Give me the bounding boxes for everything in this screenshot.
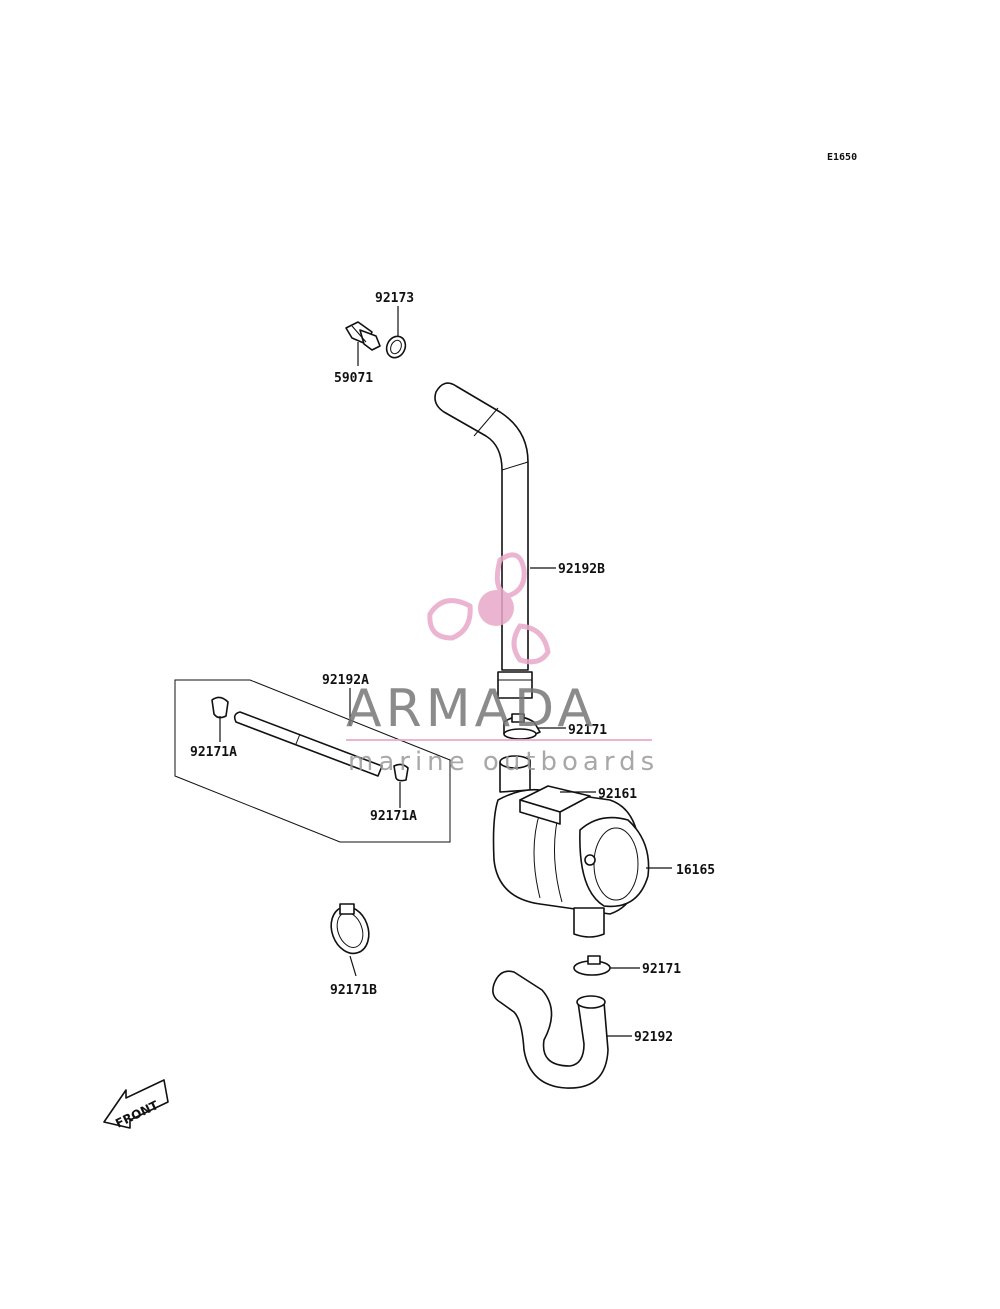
- hose-92192[interactable]: [492, 970, 609, 1089]
- clamp-92173[interactable]: [383, 333, 409, 361]
- label-92171A-bottom[interactable]: 92171A: [370, 809, 417, 824]
- label-92171B[interactable]: 92171B: [330, 983, 377, 998]
- watermark-logo: ARMADA marine outboards: [346, 552, 659, 777]
- label-16165[interactable]: 16165: [676, 863, 715, 878]
- label-92192[interactable]: 92192: [634, 1030, 673, 1045]
- separator-16165[interactable]: [492, 755, 650, 938]
- clamp-92171A-right[interactable]: [393, 763, 409, 782]
- label-59071[interactable]: 59071: [334, 371, 373, 386]
- diagram-code: E1650: [827, 152, 857, 163]
- label-92192B[interactable]: 92192B: [558, 562, 605, 577]
- label-92173[interactable]: 92173: [375, 291, 414, 306]
- fitting-59071[interactable]: [345, 321, 381, 351]
- label-92171A-left[interactable]: 92171A: [190, 745, 237, 760]
- label-92192A[interactable]: 92192A: [322, 673, 369, 688]
- label-92161[interactable]: 92161: [598, 787, 637, 802]
- front-direction-arrow: FRONT: [103, 1079, 169, 1131]
- watermark-brand: ARMADA: [346, 679, 597, 739]
- label-92171-top[interactable]: 92171: [568, 723, 607, 738]
- hose-kit-92192A-box: [174, 679, 451, 843]
- clamp-92171B[interactable]: [325, 901, 375, 958]
- watermark-tagline: marine outboards: [348, 747, 659, 777]
- label-92171-bottom[interactable]: 92171: [642, 962, 681, 977]
- clamp-92171A-left[interactable]: [211, 696, 229, 719]
- clamp-92171-bottom[interactable]: [573, 955, 611, 976]
- hose-92192A[interactable]: [233, 711, 383, 777]
